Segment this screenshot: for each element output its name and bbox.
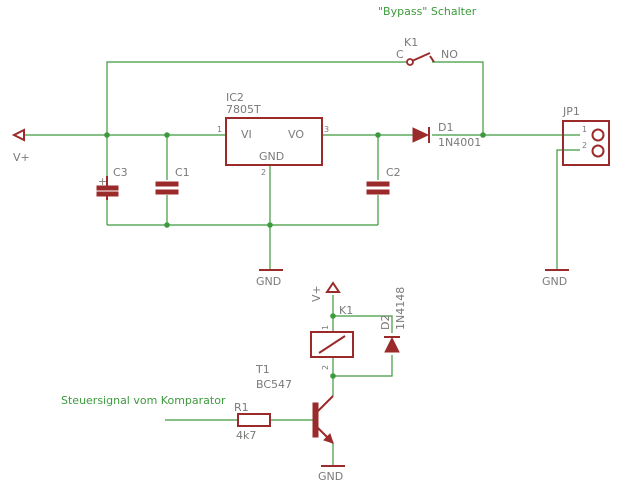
relay-coil-name: K1 bbox=[339, 304, 353, 317]
transistor-value: BC547 bbox=[256, 378, 292, 391]
vplus-relay-label: V+ bbox=[310, 285, 323, 302]
junction-dot bbox=[330, 313, 336, 319]
junction-dot bbox=[330, 373, 336, 379]
switch-lever-icon bbox=[411, 52, 431, 62]
bypass-switch-note: "Bypass" Schalter bbox=[378, 5, 477, 18]
vplus-relay-symbol: V+ bbox=[310, 281, 341, 302]
diode-d1: D1 1N4001 bbox=[412, 121, 481, 149]
c1-plate-icon bbox=[155, 189, 179, 195]
switch-contact-icon bbox=[406, 58, 414, 66]
relay-coil-diagonal-icon bbox=[318, 335, 346, 354]
transistor-t1: T1 BC547 bbox=[255, 363, 334, 444]
relay-coil-k1: K1 1 2 bbox=[310, 304, 354, 370]
diode-d2-name: D2 bbox=[379, 315, 392, 330]
switch-k1: K1 C NO bbox=[396, 36, 458, 66]
junction-dot bbox=[375, 132, 381, 138]
switch-contact-icon bbox=[429, 55, 435, 63]
jumper-pin1-number: 1 bbox=[582, 125, 587, 134]
regulator-pin1-number: 1 bbox=[217, 125, 222, 134]
c2-plate-icon bbox=[366, 181, 390, 187]
c3-plate-icon bbox=[96, 191, 119, 197]
ground-transistor-label: GND bbox=[318, 470, 343, 483]
wire-bypass-left bbox=[106, 61, 407, 135]
c1-label: C1 bbox=[175, 166, 190, 179]
wires bbox=[24, 61, 580, 466]
diode-d1-name: D1 bbox=[438, 121, 453, 134]
regulator-name: IC2 bbox=[226, 91, 244, 104]
capacitor-c2: C2 bbox=[366, 166, 401, 195]
junction-dot bbox=[267, 222, 273, 228]
jumper-body bbox=[562, 120, 610, 166]
regulator-value: 7805T bbox=[226, 103, 261, 116]
junction-dot bbox=[104, 132, 110, 138]
capacitor-c3: + C3 bbox=[96, 166, 128, 200]
diode-d2: D2 1N4148 bbox=[379, 287, 407, 353]
relay-coil-body bbox=[310, 331, 354, 358]
c2-plate-icon bbox=[366, 189, 390, 195]
switch-k1-name: K1 bbox=[404, 36, 418, 49]
wire-bypass-right bbox=[432, 61, 484, 135]
resistor-value: 4k7 bbox=[236, 429, 256, 442]
transistor-arrow-icon bbox=[323, 433, 334, 444]
capacitor-c1: C1 bbox=[155, 166, 190, 195]
diode-d2-value: 1N4148 bbox=[394, 287, 407, 330]
jumper-jp1: JP1 1 2 bbox=[562, 105, 610, 166]
vplus-left-label: V+ bbox=[13, 151, 30, 164]
regulator-pin-gnd: GND bbox=[259, 150, 284, 163]
diode-d1-value: 1N4001 bbox=[438, 136, 481, 149]
regulator-body bbox=[225, 117, 323, 166]
transistor-base-bar-icon bbox=[312, 402, 319, 438]
jumper-name: JP1 bbox=[562, 105, 580, 118]
wire-d2-bottom bbox=[333, 355, 393, 377]
transistor-name: T1 bbox=[255, 363, 270, 376]
transistor-collector-icon bbox=[317, 395, 334, 412]
diode-d2-triangle-icon bbox=[384, 336, 400, 353]
relay-coil-pin2-number: 2 bbox=[321, 365, 330, 370]
supply-arrow-icon bbox=[11, 128, 25, 142]
regulator-pin3-number: 3 bbox=[324, 125, 329, 134]
control-signal-note: Steuersignal vom Komparator bbox=[61, 394, 226, 407]
c2-label: C2 bbox=[386, 166, 401, 179]
ground-regulator-label: GND bbox=[256, 275, 281, 288]
ground-jumper: GND bbox=[542, 269, 569, 288]
switch-k1-no-label: NO bbox=[441, 48, 458, 61]
junction-dot bbox=[480, 132, 486, 138]
relay-coil-pin1-number: 1 bbox=[321, 325, 330, 330]
regulator-pin-vo: VO bbox=[288, 128, 304, 141]
vplus-input-symbol: V+ bbox=[11, 128, 30, 164]
junction-dot bbox=[164, 132, 170, 138]
c3-label: C3 bbox=[113, 166, 128, 179]
jumper-pin2-icon bbox=[591, 144, 605, 158]
regulator-pin2-number: 2 bbox=[261, 168, 266, 177]
ground-regulator: GND bbox=[256, 269, 283, 288]
regulator-pin-vi: VI bbox=[241, 128, 252, 141]
resistor-name: R1 bbox=[234, 401, 249, 414]
resistor-r1: R1 4k7 bbox=[234, 401, 271, 442]
jumper-pin2-number: 2 bbox=[582, 141, 587, 150]
diode-d1-triangle-icon bbox=[412, 127, 430, 143]
junction-dot bbox=[164, 222, 170, 228]
regulator-ic2: IC2 7805T VI VO GND 1 2 3 bbox=[217, 91, 329, 177]
ground-transistor: GND bbox=[318, 465, 345, 483]
switch-k1-common-label: C bbox=[396, 48, 404, 61]
c3-polarity-label: + bbox=[98, 175, 107, 188]
supply-arrow-icon bbox=[325, 281, 341, 293]
junction-dots bbox=[104, 132, 486, 379]
c1-plate-icon bbox=[155, 181, 179, 187]
wire-d2-top bbox=[333, 315, 393, 333]
resistor-body bbox=[237, 413, 271, 427]
ground-jumper-label: GND bbox=[542, 275, 567, 288]
wire-jp1-gnd bbox=[556, 149, 580, 270]
jumper-pin1-icon bbox=[591, 128, 605, 142]
